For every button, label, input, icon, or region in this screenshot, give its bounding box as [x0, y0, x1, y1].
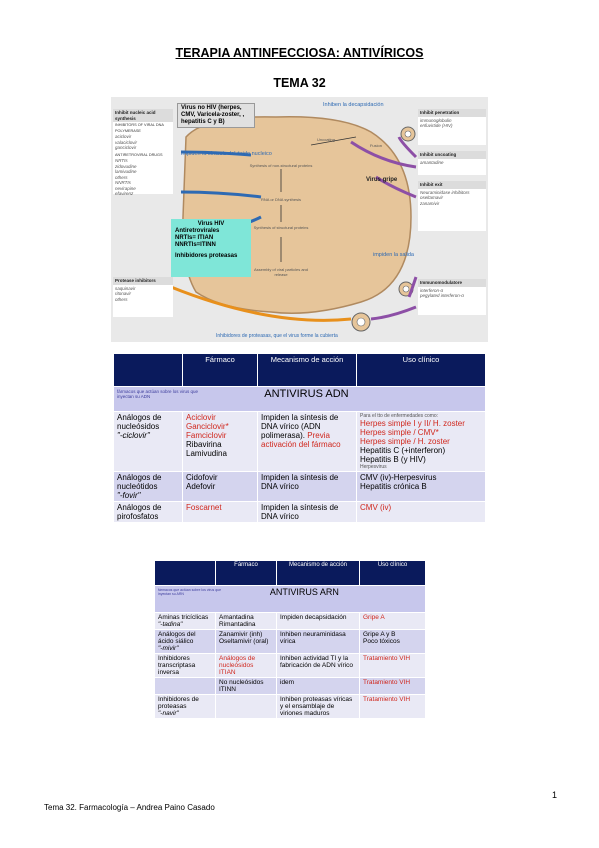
box-inhibit-uncoating: Inhibit uncoating amantadine	[418, 151, 486, 175]
box-protease-inhibitors: Protease inhibitors saquinavir ritonavir…	[113, 277, 173, 317]
table-header: Fármaco Mecanismo de acción Uso clínico	[154, 560, 426, 586]
table-row: Análogos de nucleósidos "-ciclovir" Acic…	[113, 411, 486, 472]
page-title: TERAPIA ANTINFECCIOSA: ANTIVÍRICOS	[175, 46, 424, 60]
label-proteasas: Inhibidores de proteasas, que el virus f…	[216, 333, 338, 339]
label-sintesis: Impiden la síntesis del ácido nucleico	[181, 151, 272, 157]
banner-row: fármacos que actúan sobre los virus que …	[113, 386, 486, 412]
label-salida: impiden la salida	[373, 252, 414, 258]
note-virus-no-hiv: Virus no HIV (herpes, CMV, Varicela-zost…	[177, 103, 255, 128]
banner-row: fármacos que actúan sobre los virus que …	[154, 585, 426, 613]
box-immunomodulatore: Immunomodulatore interferon-α pegylated …	[418, 279, 486, 315]
antivirus-arn-table: Fármaco Mecanismo de acción Uso clínico …	[154, 560, 426, 719]
page-number: 1	[552, 790, 558, 800]
box-inhibit-exit: Inhibit exit Neuraminidase inhibitors os…	[418, 181, 486, 231]
table-header: Fármaco Mecanismo de acción Uso clínico	[113, 353, 486, 387]
box-inhibit-nucleic: Inhibit nucleic acid synthesis INHIBITOR…	[113, 109, 173, 196]
antivirus-adn-table: Fármaco Mecanismo de acción Uso clínico …	[113, 353, 486, 523]
label-virus-gripe: Virus gripe	[366, 177, 398, 183]
table-row: Análogos de pirofosfatos Foscarnet Impid…	[113, 501, 486, 523]
note-virus-hiv: Virus HIV Antiretrovirales NRTIs= ITIAN …	[171, 219, 251, 277]
label-decapsidacion: Inhiben la decapsidación	[323, 102, 384, 108]
table-row: Inhibidores transcriptasa inversa Análog…	[154, 653, 426, 678]
footer: Tema 32. Farmacología – Andrea Paino Cas…	[44, 803, 215, 812]
table-row: Análogos del ácido siálico"-mivir" Zanam…	[154, 629, 426, 654]
table-row: Análogos de nucleótidos "-fovir" Cidofov…	[113, 471, 486, 502]
box-inhibit-penetration: Inhibit penetration immunoglobulin enfuv…	[418, 109, 486, 145]
antiviral-diagram: Inhibit nucleic acid synthesis INHIBITOR…	[111, 97, 488, 342]
page-subtitle: TEMA 32	[273, 76, 326, 90]
table-row: Inhibidores de proteasas"-navir" Inhiben…	[154, 694, 426, 719]
